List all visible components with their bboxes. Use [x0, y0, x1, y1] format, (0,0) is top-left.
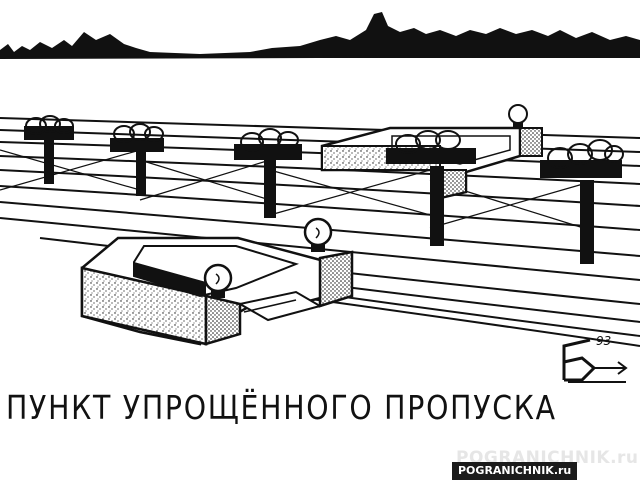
fence-post	[540, 139, 624, 264]
cartoon-caption: ПУНКТ УПРОЩЁННОГО ПРОПУСКА	[6, 388, 557, 427]
fence-post	[110, 123, 164, 196]
monogram-graphic	[562, 338, 628, 383]
lamp	[303, 217, 333, 252]
signature-year: 93	[596, 334, 612, 348]
horizon-treeline	[0, 12, 640, 59]
artist-signature: 93	[560, 332, 632, 384]
near-enclosure	[80, 236, 354, 346]
fence-post	[24, 115, 74, 184]
fence-post	[234, 128, 302, 218]
fence-post	[386, 130, 476, 246]
site-badge[interactable]: POGRANICHNIK.ru	[452, 462, 578, 480]
lamp	[203, 263, 233, 298]
fence-cross-wires	[0, 149, 591, 231]
